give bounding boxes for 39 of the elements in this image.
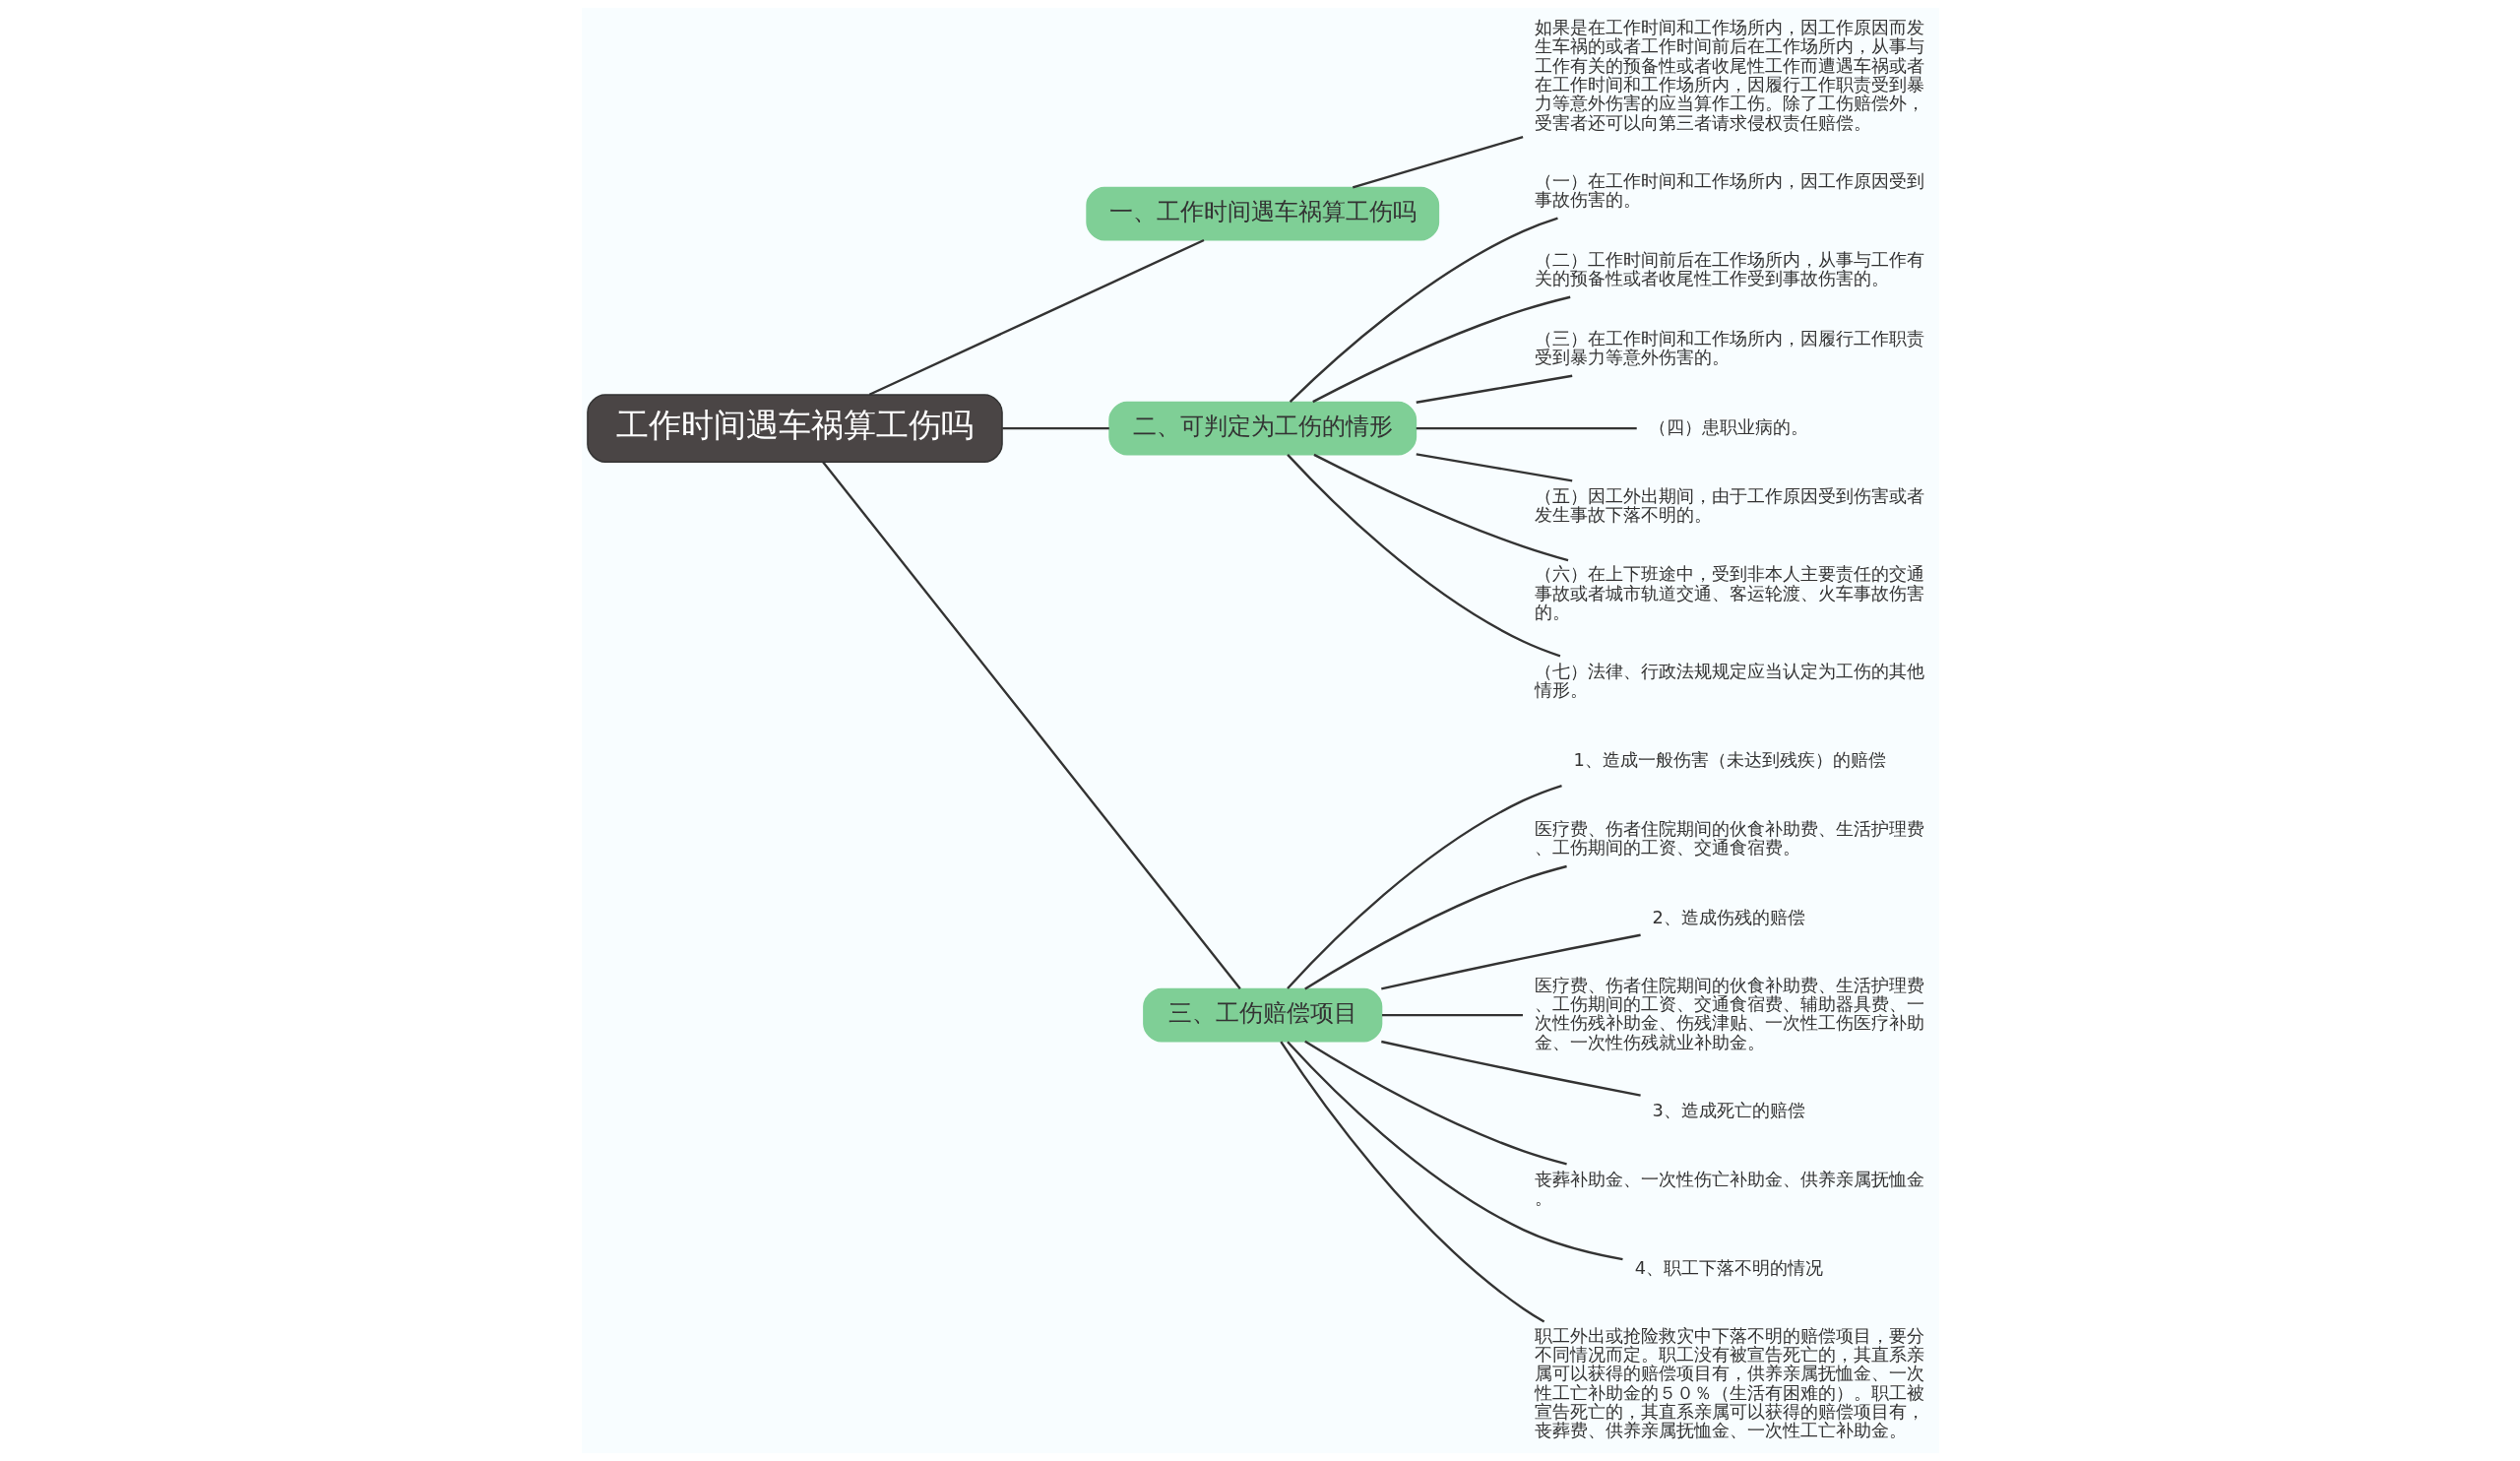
- node-text: 丧葬补助金、一次性伤亡补助金、供养亲属抚恤金。: [1534, 1169, 1924, 1209]
- node-text: 1、造成一般伤害（未达到残疾）的赔偿: [1573, 748, 1886, 770]
- connector: [1416, 374, 1572, 404]
- connector: [1286, 454, 1560, 658]
- node-text: （七）法律、行政法规规定应当认定为工伤的其他情形。: [1534, 661, 1924, 701]
- connector: [1352, 136, 1523, 189]
- node-text: 3、造成死亡的赔偿: [1652, 1099, 1805, 1120]
- node-box: 一、工作时间遇车祸算工伤吗: [1085, 186, 1439, 241]
- connector: [1286, 784, 1562, 989]
- connector: [1303, 1040, 1567, 1166]
- connector: [1311, 295, 1570, 404]
- node-text: 医疗费、伤者住院期间的伙食补助费、生活护理费、工伤期间的工资、交通食宿费、辅助器具费、一次性伤残补助金、伤残津贴、一次性工伤医疗补助金、一次性伤残就业补助金。: [1534, 974, 1924, 1052]
- connector: [868, 238, 1204, 396]
- node-text: 如果是在工作时间和工作场所内，因工作原因而发生车祸的或者工作时间前后在工作场所内，从事与工作有关的预备性或者收尾性工作而遭遇车祸或者在工作时间和工作场所内，因履行工作职责受到暴力等意外伤害的应当算作工伤。除了工伤赔偿外，受害者还可以向第三者请求侵权责任赔偿。: [1534, 17, 1924, 133]
- node-text: 2、造成伤残的赔偿: [1652, 906, 1805, 927]
- connector: [1289, 217, 1558, 403]
- node-box: 三、工伤赔偿项目: [1142, 987, 1382, 1043]
- connector: [1416, 453, 1572, 482]
- connector: [1279, 1041, 1544, 1323]
- node-text: 医疗费、伤者住院期间的伙食补助费、生活护理费、工伤期间的工资、交通食宿费。: [1534, 818, 1924, 858]
- node-text: （二）工作时间前后在工作场所内，从事与工作有关的预备性或者收尾性工作受到事故伤害的。: [1534, 248, 1924, 289]
- connector: [1416, 426, 1637, 430]
- connector: [1312, 453, 1568, 562]
- node-text: （六）在上下班途中，受到非本人主要责任的交通事故或者城市轨道交通、客运轮渡、火车事故伤害的。: [1534, 563, 1924, 622]
- node-box: 二、可判定为工伤的情形: [1107, 401, 1417, 456]
- connector: [821, 461, 1241, 989]
- connector: [1303, 864, 1567, 990]
- node-text: （一）在工作时间和工作场所内，因工作原因受到事故伤害的。: [1534, 169, 1924, 211]
- connector: [1381, 1013, 1523, 1017]
- connector: [1380, 1040, 1641, 1097]
- node-text: （三）在工作时间和工作场所内，因履行工作职责受到暴力等意外伤害的。: [1534, 327, 1924, 368]
- connector: [1286, 1041, 1623, 1261]
- node-text: （四）患职业病的。: [1648, 415, 1808, 437]
- node-text: 4、职工下落不明的情况: [1634, 1256, 1823, 1278]
- connector: [1380, 933, 1641, 990]
- node-text: （五）因工外出期间，由于工作原因受到伤害或者发生事故下落不明的。: [1534, 485, 1924, 526]
- node-text: 职工外出或抢险救灾中下落不明的赔偿项目，要分不同情况而定。职工没有被宣告死亡的，其直系亲属可以获得的赔偿项目有，供养亲属抚恤金、一次性工亡补助金的５０％（生活有困难的）。职工被宣告死亡的，其直系亲属可以获得的赔偿项目有，丧葬费、供养亲属抚恤金、一次性工亡补助金。: [1534, 1324, 1924, 1441]
- node-box: 工作时间遇车祸算工伤吗: [586, 394, 1003, 463]
- connector: [1001, 426, 1109, 430]
